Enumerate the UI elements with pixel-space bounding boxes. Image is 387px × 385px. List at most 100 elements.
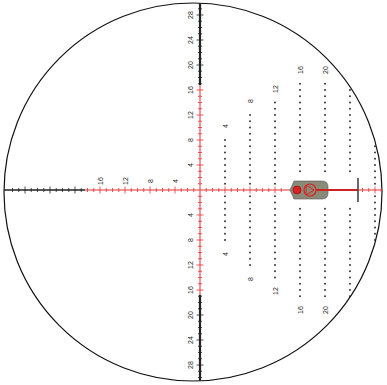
vertical-tick xyxy=(198,377,202,378)
holdover-dot xyxy=(374,70,376,72)
holdover-dot xyxy=(349,220,351,222)
vertical-tick xyxy=(198,21,202,22)
vertical-tick xyxy=(197,240,204,241)
holdover-dot xyxy=(349,283,351,285)
horizontal-tick xyxy=(68,188,69,192)
vertical-tick xyxy=(198,277,202,278)
holdover-dot xyxy=(324,152,326,154)
holdover-dot xyxy=(374,45,376,47)
holdover-dot xyxy=(349,14,351,16)
holdover-dot xyxy=(249,133,251,135)
scale-number: 12 xyxy=(272,286,279,296)
vertical-tick xyxy=(198,27,202,28)
holdover-dot xyxy=(349,320,351,322)
holdover-dot xyxy=(249,120,251,122)
vertical-tick xyxy=(198,96,202,97)
horizontal-tick xyxy=(100,187,101,194)
holdover-dot xyxy=(299,277,301,279)
horizontal-tick xyxy=(12,188,13,192)
holdover-dot xyxy=(374,139,376,141)
holdover-dot xyxy=(274,133,276,135)
holdover-dot xyxy=(374,295,376,297)
vertical-tick xyxy=(197,40,204,41)
holdover-dot xyxy=(374,14,376,16)
vertical-tick xyxy=(198,177,202,178)
holdover-dot xyxy=(374,333,376,335)
holdover-dot xyxy=(374,202,376,204)
holdover-dot xyxy=(374,314,376,316)
holdover-dot xyxy=(349,358,351,360)
horizontal-tick xyxy=(56,188,57,192)
scale-number: 8 xyxy=(147,178,154,184)
holdover-dot xyxy=(224,139,226,141)
holdover-dot xyxy=(374,39,376,41)
holdover-dot xyxy=(349,52,351,54)
holdover-dot xyxy=(374,95,376,97)
holdover-dot xyxy=(274,245,276,247)
holdover-dot xyxy=(349,289,351,291)
holdover-dot xyxy=(324,170,326,172)
scale-number: 8 xyxy=(247,276,254,282)
holdover-dot xyxy=(299,108,301,110)
holdover-dot xyxy=(224,214,226,216)
vertical-tick xyxy=(198,296,202,297)
horizontal-tick xyxy=(218,188,219,192)
holdover-dot xyxy=(224,202,226,204)
holdover-dot xyxy=(274,152,276,154)
holdover-dot xyxy=(299,145,301,147)
vertical-tick xyxy=(197,140,204,141)
vertical-tick xyxy=(198,127,202,128)
holdover-dot xyxy=(274,108,276,110)
holdover-dot xyxy=(249,220,251,222)
holdover-dot xyxy=(274,164,276,166)
vertical-tick xyxy=(198,77,202,78)
vertical-tick xyxy=(198,208,202,209)
horizontal-tick xyxy=(231,188,232,192)
horizontal-tick xyxy=(181,188,182,192)
holdover-dot xyxy=(374,89,376,91)
holdover-dot xyxy=(374,364,376,366)
holdover-dot xyxy=(224,170,226,172)
holdover-dot xyxy=(374,358,376,360)
holdover-dot xyxy=(324,245,326,247)
holdover-dot xyxy=(374,289,376,291)
holdover-dot xyxy=(374,20,376,22)
holdover-dot xyxy=(224,233,226,235)
holdover-dot xyxy=(224,220,226,222)
horizontal-tick xyxy=(362,188,363,192)
holdover-dot xyxy=(374,33,376,35)
holdover-dot xyxy=(324,295,326,297)
horizontal-tick xyxy=(368,188,369,192)
holdover-dot xyxy=(374,133,376,135)
holdover-dot xyxy=(349,8,351,10)
scale-number: 4 xyxy=(222,123,229,129)
vertical-tick xyxy=(198,227,202,228)
scale-number: 16 xyxy=(97,176,104,186)
horizontal-tick xyxy=(268,188,269,192)
holdover-dot xyxy=(374,339,376,341)
vertical-tick xyxy=(198,183,202,184)
holdover-dot xyxy=(249,145,251,147)
holdover-dot xyxy=(224,158,226,160)
horizontal-tick xyxy=(175,187,176,194)
holdover-dot xyxy=(349,377,351,379)
scale-number: 16 xyxy=(187,85,194,95)
holdover-dot xyxy=(349,364,351,366)
holdover-dot xyxy=(299,270,301,272)
holdover-dot xyxy=(224,183,226,185)
holdover-dot xyxy=(374,208,376,210)
holdover-dot xyxy=(274,195,276,197)
vertical-tick xyxy=(198,358,202,359)
holdover-dot xyxy=(299,289,301,291)
holdover-dot xyxy=(299,233,301,235)
vertical-tick xyxy=(198,202,202,203)
scale-number: 20 xyxy=(187,60,194,70)
holdover-dot xyxy=(349,27,351,29)
horizontal-tick xyxy=(187,188,188,192)
holdover-dot xyxy=(274,208,276,210)
scale-number: 20 xyxy=(187,310,194,320)
holdover-dot xyxy=(349,139,351,141)
holdover-dot xyxy=(274,239,276,241)
